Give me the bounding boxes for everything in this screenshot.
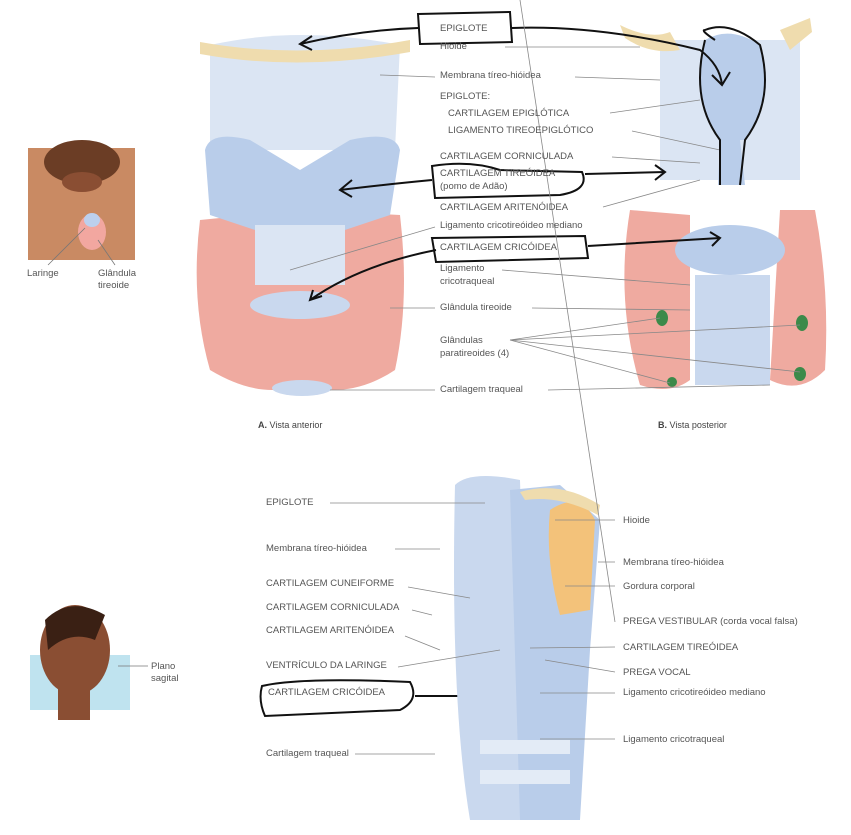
- label-cartilagem-epiglotica: CARTILAGEM EPIGLÓTICA: [448, 108, 570, 119]
- label-corniculada-sagittal: CARTILAGEM CORNICULADA: [266, 602, 400, 613]
- label-glandula: Glândula: [98, 268, 137, 279]
- label-prega-vocal: PREGA VOCAL: [623, 667, 691, 678]
- caption-a: A. Vista anterior: [258, 420, 322, 430]
- label-lig-cricotraqueal: Ligamento cricotraqueal: [623, 734, 725, 745]
- caption-a-text: Vista anterior: [269, 420, 323, 430]
- label-tireoide: tireoide: [98, 280, 130, 291]
- label-lig-cricotireoideo-sagittal: Ligamento cricotireóideo mediano: [623, 687, 766, 698]
- label-sagital: sagital: [151, 673, 179, 684]
- label-membrana-right: Membrana tíreo-hióidea: [623, 557, 724, 568]
- label-traqueal-sagittal: Cartilagem traqueal: [266, 748, 349, 759]
- label-prega-vestibular: PREGA VESTIBULAR (corda vocal falsa): [623, 616, 798, 627]
- label-pomo-de-adao: (pomo de Adão): [440, 181, 508, 192]
- label-epiglote-sagittal: EPIGLOTE: [266, 497, 314, 508]
- posterior-view-illustration: [620, 18, 827, 389]
- label-lig-cricotireoideo: Ligamento cricotireóideo mediano: [440, 220, 583, 231]
- anterior-view-illustration: [196, 35, 410, 396]
- label-hioide: Hioide: [440, 41, 467, 52]
- label-membrana-sagittal: Membrana tíreo-hióidea: [266, 543, 367, 554]
- caption-a-letter: A.: [258, 420, 267, 430]
- label-glandula-tireoide: Glândula tireoide: [440, 302, 512, 313]
- sagittal-view-illustration: [454, 476, 600, 820]
- label-cuneiforme: CARTILAGEM CUNEIFORME: [266, 578, 395, 589]
- label-cricoidea: CARTILAGEM CRICÓIDEA: [440, 242, 558, 253]
- label-cricoidea-sagittal: CARTILAGEM CRICÓIDEA: [268, 687, 386, 698]
- label-aritenoidea-sagittal: CARTILAGEM ARITENÓIDEA: [266, 625, 395, 636]
- label-epiglote: EPIGLOTE: [440, 23, 488, 34]
- label-gordura: Gordura corporal: [623, 581, 695, 592]
- label-ventriculo: VENTRÍCULO DA LARINGE: [266, 660, 387, 671]
- label-paratireoides: paratireoides (4): [440, 348, 510, 359]
- label-epiglote-heading: EPIGLOTE:: [440, 91, 491, 102]
- label-aritenoidea: CARTILAGEM ARITENÓIDEA: [440, 202, 569, 213]
- label-cartilagem-traqueal: Cartilagem traqueal: [440, 384, 523, 395]
- label-glandulas: Glândulas: [440, 335, 483, 346]
- caption-b-text: Vista posterior: [669, 420, 727, 430]
- label-tireoidea: CARTILAGEM TIREÓIDEA: [440, 168, 556, 179]
- head-thumbnail: [30, 605, 130, 720]
- label-tireoidea-sagittal: CARTILAGEM TIREÓIDEA: [623, 642, 739, 653]
- label-plano: Plano: [151, 661, 176, 672]
- leader-lines-bottom: [330, 0, 616, 755]
- caption-b-letter: B.: [658, 420, 667, 430]
- label-ligamento: Ligamento: [440, 263, 485, 274]
- label-hioide-sagittal: Hioide: [623, 515, 650, 526]
- label-membrana: Membrana tíreo-hióidea: [440, 70, 541, 81]
- label-ligamento-tireoepiglotico: LIGAMENTO TIREOEPIGLÓTICO: [448, 125, 594, 136]
- caption-b: B. Vista posterior: [658, 420, 727, 430]
- label-corniculada: CARTILAGEM CORNICULADA: [440, 151, 574, 162]
- label-laringe: Laringe: [27, 268, 59, 279]
- neck-thumbnail: [28, 140, 135, 260]
- handwritten-annotations: [259, 10, 766, 718]
- label-cricotraqueal: cricotraqueal: [440, 276, 495, 287]
